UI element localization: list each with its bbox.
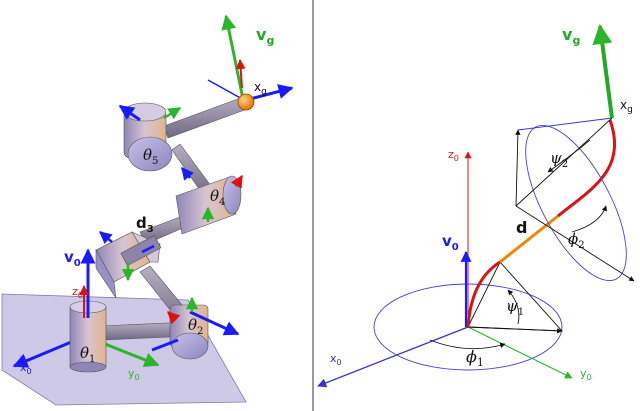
left-d3-label: d3 (136, 214, 154, 235)
right-xg-label: xg (620, 98, 633, 115)
right-vg-label: vg (562, 25, 580, 47)
base-radius-line (467, 326, 563, 334)
right-v0-label: v0 (442, 232, 459, 253)
right-phi2-label: ϕ2 (568, 230, 585, 251)
joint-d3-prismatic (95, 231, 162, 299)
upper-chord-top (517, 117, 613, 131)
end-effector (207, 14, 294, 111)
left-xg-label: xg (254, 80, 267, 97)
left-panel: vg xg θ5 θ4 d3 v0 z0 θ2 θ1 x0 y0 (1, 14, 294, 406)
left-y0-label: y0 (128, 367, 140, 382)
left-z0-label: z0 (72, 285, 83, 300)
upper-radius-line (515, 129, 521, 207)
path-lower-red (466, 260, 501, 328)
upper-ellipse (525, 124, 627, 282)
right-vg-arrow (592, 24, 614, 119)
left-x0-label: x0 (20, 361, 32, 376)
path-middle-orange (499, 214, 559, 264)
psi2-arc (547, 139, 591, 173)
ground-plane (1, 293, 247, 406)
right-d-label: d (516, 218, 527, 237)
joint-theta2 (151, 296, 240, 360)
right-phi1-label: ϕ1 (466, 347, 484, 369)
left-vg-label: vg (256, 25, 274, 47)
left-v0-label: v0 (64, 248, 81, 269)
upper-diagonal-line (515, 205, 635, 282)
psi1-arc (507, 289, 520, 325)
left-theta5-label: θ5 (143, 146, 158, 167)
phi1-arc (429, 339, 506, 350)
joint-theta5 (118, 102, 182, 172)
phi2-arc (571, 205, 608, 233)
y0-axis-arrow (99, 340, 160, 367)
right-y0-axis (467, 326, 573, 379)
left-theta4-label: θ4 (210, 187, 225, 208)
right-panel: vg xg z0 v0 d ψ2 ϕ2 ψ1 ϕ1 x0 y0 (317, 24, 635, 388)
right-x0-label: x0 (330, 352, 342, 367)
left-theta2-label: θ2 (188, 316, 203, 337)
link-joint5-to-gripper (163, 95, 251, 139)
path-upper-red (557, 119, 617, 218)
right-psi2-label: ψ2 (550, 149, 568, 170)
left-theta1-label: θ1 (80, 344, 95, 365)
right-psi1-label: ψ1 (506, 297, 524, 318)
right-z0-label: z0 (448, 148, 459, 163)
right-y0-label: y0 (580, 367, 592, 382)
joint-theta4 (175, 167, 244, 235)
upper-axis-line (515, 117, 613, 207)
right-x0-axis (317, 326, 469, 388)
